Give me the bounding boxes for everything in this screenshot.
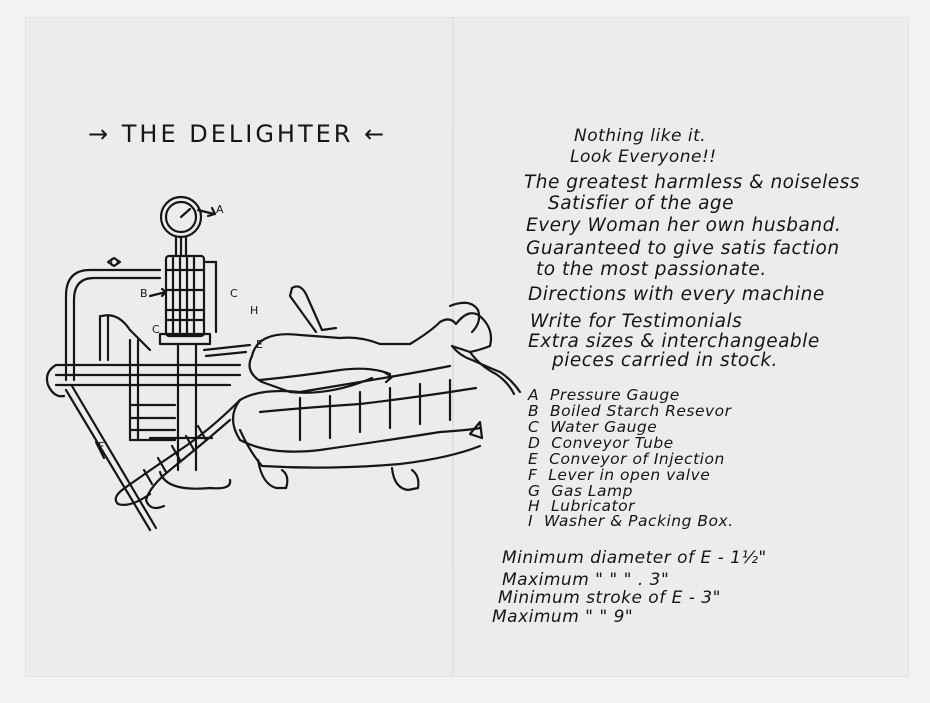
legend-key: F [528,466,538,484]
pipework-drawing [45,256,252,532]
ad-line: Nothing like it. [574,126,707,146]
diagram-label-e: E [256,338,263,351]
ad-line: Satisfier of the age [548,193,735,214]
legend-text: Water Gauge [550,418,658,436]
ad-line: Directions with every machine [528,284,825,305]
legend-item: H Lubricator [528,497,635,515]
legend-text: Washer & Packing Box. [543,512,734,530]
legend-key: I [528,512,534,530]
ad-line: The greatest harmless & noiseless [524,172,860,193]
legend-key: E [528,450,539,468]
diagram-label-a: A [216,203,224,216]
legend-text: Boiled Starch Resevor [550,402,732,420]
ad-line: Guaranteed to give satis faction [526,238,840,259]
legend-text: Conveyor Tube [551,434,674,452]
legend-item: I Washer & Packing Box. [528,512,734,530]
pressure-gauge-drawing [159,195,203,258]
legend-text: Conveyor of Injection [549,450,725,468]
legend-key: G [528,482,541,500]
legend-key: A [528,386,540,404]
diagram-label-c: C [230,287,238,300]
spec-line: Maximum " " " . 3" [502,570,670,590]
legend-text: Pressure Gauge [549,386,680,404]
legend-key: D [528,434,541,452]
legend-item: D Conveyor Tube [528,434,674,452]
legend-key: C [528,418,540,436]
ad-line: Extra sizes & interchangeable [528,331,820,352]
diagram-label-d: D [110,256,119,269]
legend-key: B [528,402,540,420]
ad-line: Look Everyone!! [570,147,717,167]
arrow-b [148,287,168,298]
diagram-label-b: B [140,287,148,300]
spec-line: Minimum diameter of E - 1½" [502,548,767,568]
reclining-figure-drawing [114,285,522,510]
reservoir-drawing [158,254,218,346]
legend-item: E Conveyor of Injection [528,450,725,468]
paper-sheet [26,18,908,676]
legend-text: Lubricator [551,497,635,515]
ad-line: to the most passionate. [536,259,767,280]
ad-line: Every Woman her own husband. [526,215,842,236]
spec-line: Minimum stroke of E - 3" [498,588,721,608]
legend-item: F Lever in open valve [528,466,710,484]
diagram-label-c: C [152,323,160,336]
legend-item: B Boiled Starch Resevor [528,402,732,420]
legend-key: H [528,497,541,515]
diagram-label-f: F [98,440,105,453]
arrow-f [94,440,106,460]
legend-text: Lever in open valve [548,466,711,484]
legend-text: Gas Lamp [551,482,633,500]
ad-line: Write for Testimonials [530,311,743,332]
ad-line: pieces carried in stock. [552,350,778,371]
spec-line: Maximum " " 9" [492,607,634,627]
legend-item: G Gas Lamp [528,482,633,500]
legend-item: C Water Gauge [528,418,657,436]
legend-item: A Pressure Gauge [528,386,680,404]
page-title: → THE DELIGHTER ← [88,120,388,148]
diagram-label-h: H [250,304,259,317]
arrow-a [196,206,217,218]
